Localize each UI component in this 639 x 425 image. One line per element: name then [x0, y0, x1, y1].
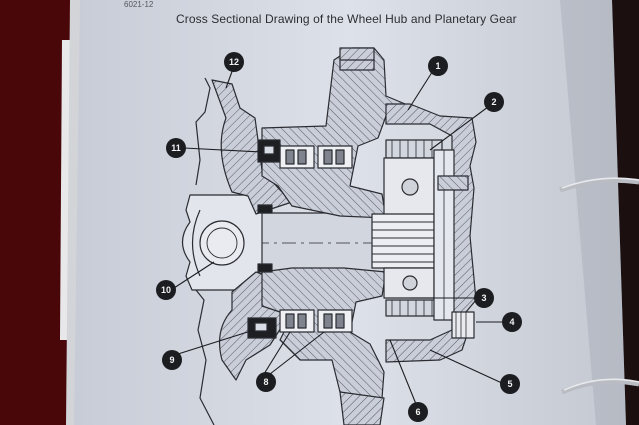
- bearing-upper: [279, 145, 353, 169]
- callout-4: 4: [502, 312, 522, 332]
- page-code: 6021-12: [124, 0, 154, 9]
- callout-10: 10: [156, 280, 176, 300]
- callout-9: 9: [162, 350, 182, 370]
- callout-1: 1: [428, 56, 448, 76]
- leader-lines: [173, 65, 510, 405]
- callout-11: 11: [166, 138, 186, 158]
- callout-8: 8: [256, 372, 276, 392]
- callout-2: 2: [484, 92, 504, 112]
- binder-ring-icon: [559, 177, 639, 395]
- callout-5: 5: [500, 374, 520, 394]
- page-title: Cross Sectional Drawing of the Wheel Hub…: [176, 12, 517, 26]
- bearing-lower: [279, 309, 353, 333]
- hub-drawing: [181, 47, 477, 425]
- callout-12: 12: [224, 52, 244, 72]
- callout-6: 6: [408, 402, 428, 422]
- callout-3: 3: [474, 288, 494, 308]
